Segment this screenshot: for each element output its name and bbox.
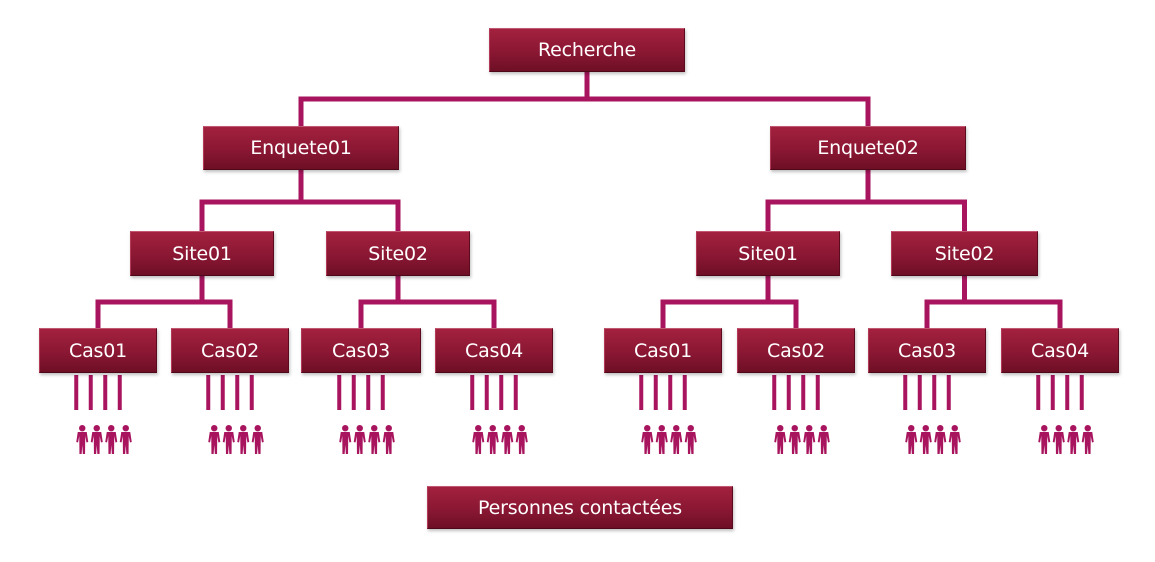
- case-node-enquete02-cas04: Cas04: [1001, 328, 1119, 373]
- case-node-enquete02-cas01: Cas01: [604, 328, 722, 373]
- person-icon: [803, 425, 816, 454]
- case-node-enquete02-cas03: Cas03: [868, 328, 986, 373]
- person-icon: [339, 425, 352, 454]
- enquete-node-01: Enquete01: [203, 126, 399, 170]
- person-icon: [486, 425, 499, 454]
- case-node-enquete02-cas02: Cas02: [737, 328, 855, 373]
- person-icon: [948, 425, 961, 454]
- person-icon: [76, 425, 89, 454]
- site-node-enquete01-site01: Site01: [130, 231, 274, 276]
- person-icon: [222, 425, 235, 454]
- person-icon: [472, 425, 485, 454]
- person-icon: [905, 425, 918, 454]
- person-icon: [641, 425, 654, 454]
- person-icon: [1081, 425, 1094, 454]
- case-node-enquete01-cas04: Cas04: [435, 328, 553, 373]
- person-icon: [382, 425, 395, 454]
- person-icon: [670, 425, 683, 454]
- person-icon: [1067, 425, 1080, 454]
- person-icon: [368, 425, 381, 454]
- person-icon: [501, 425, 514, 454]
- case-node-enquete01-cas02: Cas02: [171, 328, 289, 373]
- legend-personnes-contactees: Personnes contactées: [427, 486, 733, 529]
- person-icon: [119, 425, 132, 454]
- enquete-node-02: Enquete02: [770, 126, 966, 170]
- site-node-enquete02-site01: Site01: [696, 231, 840, 276]
- person-icon: [515, 425, 528, 454]
- person-icon: [1038, 425, 1051, 454]
- case-node-enquete01-cas03: Cas03: [301, 328, 421, 373]
- person-icon: [1052, 425, 1065, 454]
- person-icon: [919, 425, 932, 454]
- root-node-recherche: Recherche: [489, 28, 685, 72]
- person-icon: [251, 425, 264, 454]
- case-node-enquete01-cas01: Cas01: [39, 328, 157, 373]
- person-icon: [788, 425, 801, 454]
- person-icon: [655, 425, 668, 454]
- person-icon: [105, 425, 118, 454]
- person-icon: [774, 425, 787, 454]
- person-icon: [353, 425, 366, 454]
- person-icon: [934, 425, 947, 454]
- person-icon: [208, 425, 221, 454]
- site-node-enquete01-site02: Site02: [326, 231, 470, 276]
- person-icon: [684, 425, 697, 454]
- person-icon: [90, 425, 103, 454]
- person-icon: [817, 425, 830, 454]
- site-node-enquete02-site02: Site02: [891, 231, 1038, 276]
- person-icon: [237, 425, 250, 454]
